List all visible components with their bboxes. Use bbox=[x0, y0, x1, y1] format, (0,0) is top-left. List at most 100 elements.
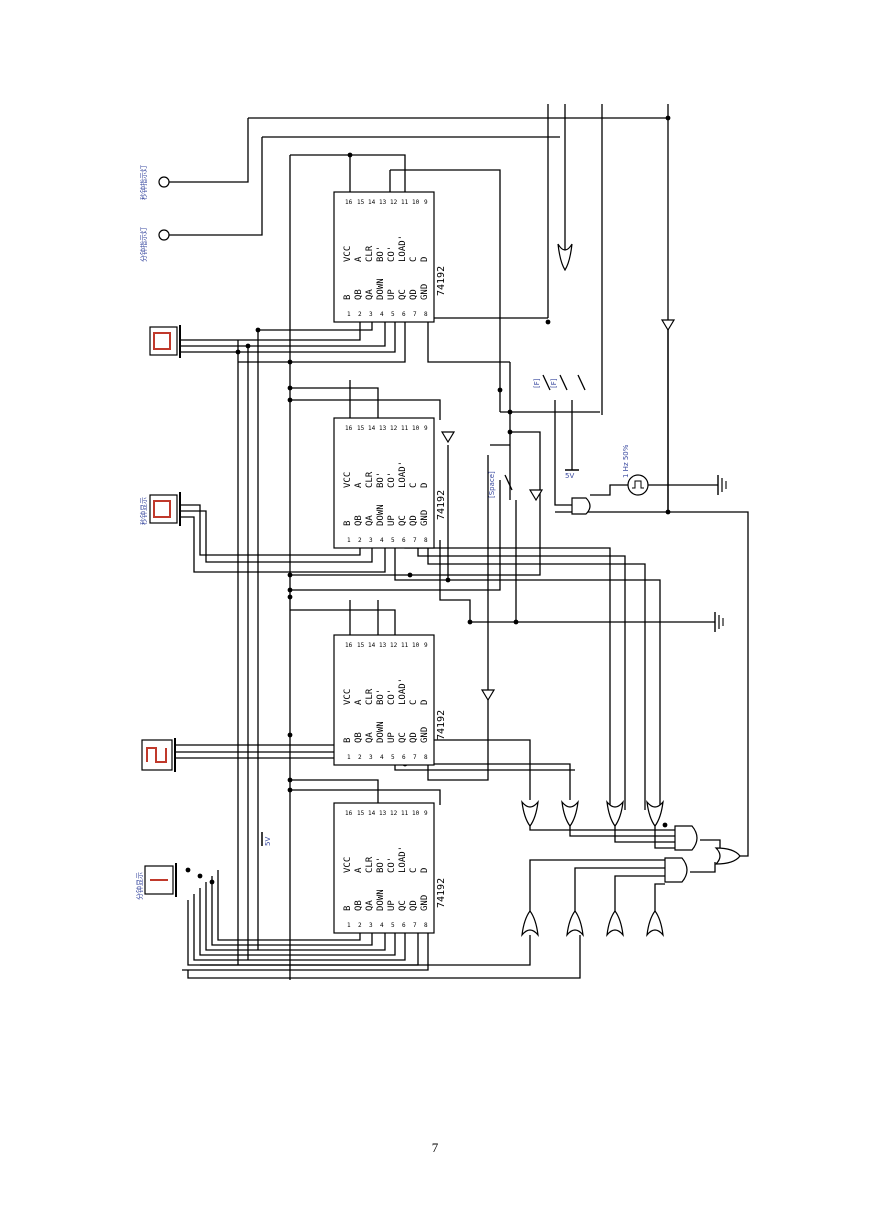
chip1-pin-load: LOAD' bbox=[398, 235, 408, 262]
chip3-pin-qd: QD bbox=[409, 732, 419, 743]
chip4-pin-qb: QB bbox=[354, 900, 364, 911]
pin-num: 4 bbox=[380, 922, 384, 929]
and-gate-icon bbox=[571, 497, 591, 515]
chip2-pin-c: C bbox=[409, 483, 419, 488]
seconds-display-label: 秒钟显示 bbox=[139, 497, 148, 525]
or-gate-icon bbox=[714, 847, 741, 865]
pin-num: 10 bbox=[412, 425, 420, 432]
pin-num: 12 bbox=[390, 642, 398, 649]
pin-num: 14 bbox=[368, 642, 376, 649]
chip4-pin-bo: BO' bbox=[376, 857, 386, 873]
chip3-pin-load: LOAD' bbox=[398, 678, 408, 705]
chip3-pin-co: CO' bbox=[387, 689, 397, 705]
seconds-lamp-icon bbox=[158, 176, 170, 188]
pin-num: 14 bbox=[368, 810, 376, 817]
chip3-pin-c: C bbox=[409, 700, 419, 705]
xnor-gate-icon bbox=[566, 909, 584, 938]
ground-icon bbox=[714, 612, 724, 632]
chip-3-labels: VCC A CLR BO' CO' LOAD' C D B QB QA DOWN… bbox=[343, 678, 447, 743]
chip-74192-4 bbox=[333, 802, 435, 934]
logic-gates bbox=[440, 243, 741, 938]
chip3-pin-qb: QB bbox=[354, 732, 364, 743]
pin-num: 13 bbox=[379, 199, 387, 206]
chip1-pin-qd: QD bbox=[409, 289, 419, 300]
vcc-label: 5V bbox=[565, 472, 574, 480]
chip1-pin-gnd: GND bbox=[420, 284, 430, 300]
chip1-pin-qc: QC bbox=[398, 289, 408, 300]
pin-num: 13 bbox=[379, 425, 387, 432]
pin-num: 3 bbox=[369, 537, 373, 544]
digit-zero-glyph bbox=[153, 500, 171, 518]
chip2-pin-qb: QB bbox=[354, 515, 364, 526]
pin-num: 10 bbox=[412, 642, 420, 649]
chip4-pin-qa: QA bbox=[365, 900, 375, 911]
space-switch-label: [Space] bbox=[488, 471, 496, 498]
seven-segment-display-2 bbox=[149, 492, 181, 526]
pin-num: 1 bbox=[347, 922, 351, 929]
switch-label: [F] bbox=[550, 378, 558, 388]
chip4-pin-d: D bbox=[420, 868, 430, 873]
pin-num: 5 bbox=[391, 754, 395, 761]
pin-num: 5 bbox=[391, 922, 395, 929]
pin-num: 9 bbox=[424, 810, 428, 817]
chip-74192-3 bbox=[333, 634, 435, 766]
pin-num: 4 bbox=[380, 311, 384, 318]
pin-num: 4 bbox=[380, 537, 384, 544]
chip-74192-1 bbox=[333, 191, 435, 323]
pin-numbers: 16 15 14 13 12 11 10 9 1 2 3 4 5 6 7 8 1… bbox=[345, 199, 428, 929]
chip1-pin-bo: BO' bbox=[376, 246, 386, 262]
seven-segment-display-4 bbox=[144, 863, 177, 897]
clock-frequency-label: 1 Hz 50% bbox=[622, 444, 630, 478]
switch-label: [F] bbox=[533, 378, 541, 388]
pin-num: 4 bbox=[380, 754, 384, 761]
pin-num: 15 bbox=[357, 810, 365, 817]
minutes-display-label: 分钟显示 bbox=[135, 872, 144, 900]
digit-two-glyph bbox=[146, 747, 167, 763]
digit-zero-glyph bbox=[153, 332, 171, 350]
chip2-pin-a: A bbox=[354, 482, 364, 488]
chip4-pin-gnd: GND bbox=[420, 895, 430, 911]
chip4-pin-c: C bbox=[409, 868, 419, 873]
pin-num: 1 bbox=[347, 754, 351, 761]
pin-num: 10 bbox=[412, 199, 420, 206]
xnor-gate-icon bbox=[646, 799, 664, 828]
chip1-pin-a: A bbox=[354, 256, 364, 262]
chip1-pin-up: UP bbox=[387, 289, 397, 300]
chip4-pin-up: UP bbox=[387, 900, 397, 911]
chip2-pin-bo: BO' bbox=[376, 472, 386, 488]
chip4-pin-a: A bbox=[354, 867, 364, 873]
pin-num: 16 bbox=[345, 810, 353, 817]
pin-num: 6 bbox=[402, 311, 406, 318]
pin-num: 2 bbox=[358, 754, 362, 761]
chip4-pin-qd: QD bbox=[409, 900, 419, 911]
pin-num: 7 bbox=[413, 754, 417, 761]
chip1-pin-qa: QA bbox=[365, 289, 375, 300]
switch-icon bbox=[577, 374, 586, 391]
chip3-pin-b: B bbox=[343, 738, 353, 743]
chip2-pin-clr: CLR bbox=[365, 471, 375, 488]
pin-num: 2 bbox=[358, 922, 362, 929]
chip2-pin-gnd: GND bbox=[420, 510, 430, 526]
pin-num: 2 bbox=[358, 537, 362, 544]
seven-segment-display-1 bbox=[149, 325, 181, 358]
chip1-pin-down: DOWN bbox=[376, 278, 386, 300]
chip-1-labels: VCC A CLR BO' CO' LOAD' C D B QB QA DOWN… bbox=[343, 235, 447, 300]
minutes-lamp-icon bbox=[158, 229, 170, 241]
pin-num: 8 bbox=[424, 754, 428, 761]
chip2-pin-qd: QD bbox=[409, 515, 419, 526]
switch-icon bbox=[559, 374, 568, 391]
chip2-pin-d: D bbox=[420, 483, 430, 488]
chip2-pin-down: DOWN bbox=[376, 504, 386, 526]
chip2-pin-b: B bbox=[343, 521, 353, 526]
xnor-gate-icon bbox=[521, 799, 539, 828]
chip3-pin-down: DOWN bbox=[376, 721, 386, 743]
chip3-pin-bo: BO' bbox=[376, 689, 386, 705]
seconds-lamp-label: 秒钟指示灯 bbox=[139, 165, 148, 200]
chip2-part-label: 74192 bbox=[436, 490, 447, 520]
buffer-icon bbox=[480, 689, 496, 702]
pin-num: 13 bbox=[379, 810, 387, 817]
and4-gate-icon bbox=[674, 825, 698, 851]
pin-num: 11 bbox=[401, 425, 409, 432]
